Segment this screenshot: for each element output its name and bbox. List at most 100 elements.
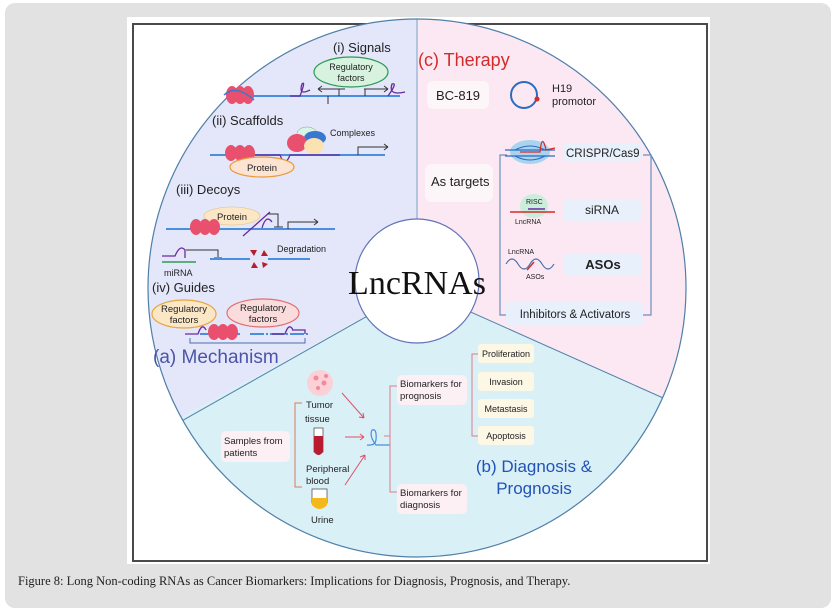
center-circle	[354, 218, 480, 344]
outcomes-bracket	[471, 353, 478, 437]
as-targets-label: As targets	[431, 174, 490, 189]
tumor-line1: Tumor	[306, 400, 333, 411]
nucleosome-icon	[190, 219, 220, 235]
targets-bracket	[499, 154, 652, 316]
asos-box	[564, 253, 642, 276]
samples-box	[221, 431, 290, 462]
diagnosis-box	[397, 484, 467, 514]
diagnosis-section: Tumor tissue Peripheral blood Urine Samp…	[221, 344, 593, 526]
inhibitors-box	[506, 302, 643, 326]
plasmid-icon	[510, 81, 538, 109]
samples-bracket	[294, 402, 302, 488]
decoy-protein-ellipse	[203, 206, 261, 226]
aso-lncrna-label: LncRNA	[508, 249, 534, 256]
bc819-label: BC-819	[436, 88, 480, 103]
signals-title: (i) Signals	[333, 40, 391, 55]
scaffolds-protein-label: Protein	[247, 163, 277, 174]
diagnosis-title-line1: (b) Diagnosis &	[476, 457, 593, 476]
biomarker-bracket	[384, 385, 397, 493]
complexes-label: Complexes	[330, 128, 376, 138]
samples-line1: Samples from	[224, 436, 283, 447]
outcome-item: Apoptosis	[486, 431, 526, 441]
guides-title: (iv) Guides	[152, 280, 215, 295]
lncrna-loop-icon	[387, 83, 406, 97]
arrow-icon	[345, 433, 365, 441]
diagnosis-line2: diagnosis	[400, 500, 440, 511]
guide-bracket	[189, 338, 306, 344]
lncrna-loop-icon	[272, 326, 306, 335]
therapy-section: (c) Therapy BC-819 H19 promotor As targe…	[418, 50, 652, 326]
samples-line2: patients	[224, 448, 258, 459]
crispr-icon	[505, 140, 556, 164]
guides-right-line1: Regulatory	[240, 303, 286, 314]
prognosis-box	[397, 375, 467, 405]
inhibitors-label: Inhibitors & Activators	[520, 309, 631, 321]
sirna-label: siRNA	[585, 203, 619, 217]
asos-small-label: ASOs	[526, 274, 545, 281]
guides-right-line2: factors	[249, 314, 278, 325]
tumor-line2: tissue	[305, 414, 330, 425]
prognosis-line2: prognosis	[400, 391, 441, 402]
mirna-label: miRNA	[164, 268, 193, 278]
degradation-icon	[250, 250, 268, 268]
nucleosome-icon	[208, 324, 238, 340]
complexes-icon	[287, 126, 326, 154]
h19-line1: H19	[552, 83, 572, 95]
aso-wave-icon	[505, 258, 555, 270]
inhibition-icon	[268, 213, 283, 228]
guides-left-line1: Regulatory	[161, 304, 207, 315]
outcome-box	[478, 426, 534, 445]
arrow-icon	[344, 454, 366, 486]
blood-line2: blood	[306, 476, 329, 487]
lncrna-loop-icon	[162, 247, 186, 258]
diagnosis-line1: Biomarkers for	[400, 488, 462, 499]
bc819-box	[427, 81, 489, 109]
lncrna-label: LncRNA	[515, 219, 541, 226]
guides-left-line2: factors	[170, 315, 199, 326]
urine-label: Urine	[311, 515, 334, 526]
scaffolds-title: (ii) Scaffolds	[212, 113, 284, 128]
regulatory-factors-ellipse	[313, 56, 389, 88]
outer-circle	[147, 18, 687, 558]
signals-regulatory-line1: Regulatory	[329, 62, 373, 72]
guides-left-ellipse	[151, 299, 217, 329]
outcome-item: Proliferation	[482, 349, 530, 359]
arrow-left-icon	[317, 85, 345, 93]
center-label: LncRNAs	[348, 265, 486, 302]
signals-regulatory-line2: factors	[337, 73, 365, 83]
prognosis-line1: Biomarkers for	[400, 379, 462, 390]
outcome-box	[478, 344, 534, 363]
arrow-right-icon	[364, 85, 389, 93]
guides-right-ellipse	[226, 298, 300, 328]
as-targets-box	[425, 164, 493, 202]
risc-icon	[510, 194, 555, 218]
protein-ellipse	[229, 156, 295, 178]
sirna-box	[563, 199, 641, 221]
nucleosome-icon	[223, 86, 255, 104]
crispr-box	[563, 143, 641, 161]
transcription-arrow-icon	[357, 143, 389, 155]
blood-line1: Peripheral	[306, 464, 349, 475]
lncrna-loop-icon	[290, 82, 311, 97]
outcome-box	[478, 399, 534, 418]
urine-tube-icon	[311, 488, 328, 509]
risc-label: RISC	[526, 199, 543, 206]
figure-caption: Figure 8: Long Non-coding RNAs as Cancer…	[18, 574, 571, 588]
lncrna-strand	[242, 211, 273, 237]
arrow-icon	[341, 392, 365, 419]
therapy-title: (c) Therapy	[418, 50, 510, 70]
outcome-list: Proliferation Invasion Metastasis Apopto…	[478, 344, 534, 445]
blood-tube-icon	[313, 427, 324, 455]
mechanism-section: (i) Signals Regulatory factors (ii) Scaf…	[151, 40, 406, 368]
aso-strand	[526, 261, 535, 271]
outcome-item: Metastasis	[484, 404, 528, 414]
h19-line2: promotor	[552, 96, 596, 108]
lncrna-biomarker-icon	[366, 429, 390, 446]
decoys-title: (iii) Decoys	[176, 182, 241, 197]
outcome-box	[478, 372, 534, 391]
crispr-label: CRISPR/Cas9	[566, 148, 640, 160]
asos-label: ASOs	[585, 257, 620, 272]
tumor-tissue-icon	[307, 370, 333, 396]
diagnosis-title-line2: Prognosis	[496, 479, 572, 498]
